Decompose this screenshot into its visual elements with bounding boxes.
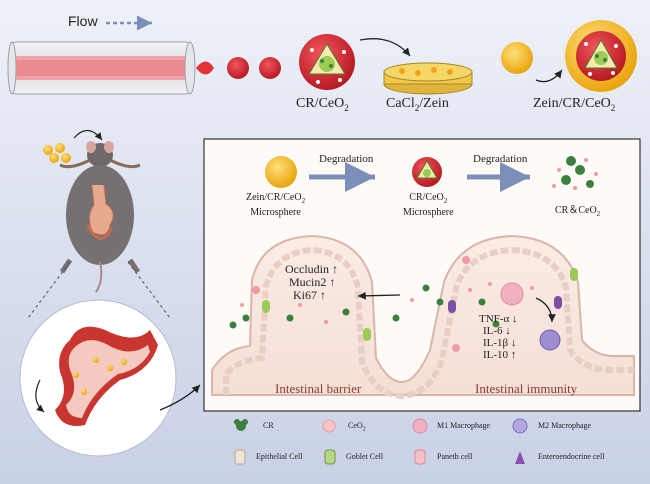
stomach-zoom: [19, 299, 201, 457]
il6-label: IL-6 ↓: [483, 325, 511, 337]
legend-m2-label: M2 Macrophage: [538, 421, 592, 430]
droplet-forming: [196, 61, 214, 75]
flow-label: Flow: [68, 13, 98, 29]
intestinal-immunity-title: Intestinal immunity: [475, 381, 578, 396]
legend-paneth-label: Paneth cell: [437, 452, 473, 461]
il1b-label: IL-1β ↓: [483, 337, 517, 349]
degradation-label-1: Degradation: [319, 153, 374, 165]
arrow-to-cacl2: [359, 38, 411, 57]
cr-and-ceo2-label: CR＆CeO2: [555, 205, 601, 218]
released-particles: [552, 156, 598, 190]
zein-droplet: [501, 42, 533, 74]
mouse-illustration: [43, 129, 141, 293]
legend-cr-label: CR: [263, 421, 274, 430]
immunity-markers: TNF-α ↓ IL-6 ↓ IL-1β ↓ IL-10 ↑: [479, 313, 517, 361]
il10-label: IL-10 ↑: [483, 349, 517, 361]
droplet: [227, 57, 249, 79]
mucin2-label: Mucin2 ↑: [289, 275, 336, 289]
droplet: [259, 57, 281, 79]
zein-cr-ceo2-particle: [565, 20, 637, 92]
zein-cr-ceo2-label: Zein/CR/CeO2: [533, 96, 616, 113]
petri-dish: [383, 62, 473, 95]
legend-ceo2-label: CeO2: [348, 421, 366, 433]
barrier-markers: Occludin ↑ Mucin2 ↑ Ki67 ↑: [285, 263, 338, 302]
cr-microsphere: [412, 157, 442, 187]
intestine-villi: [211, 234, 635, 400]
cacl2-zein-label: CaCl2/Zein: [386, 96, 449, 113]
legend-m1-label: M1 Macrophage: [437, 421, 491, 430]
cr-ceo2-particle: [299, 34, 355, 90]
cr-ceo2-label: CR/CeO2: [296, 96, 349, 113]
degradation-label-2: Degradation: [473, 153, 528, 165]
arrow-to-zein-particle: [535, 69, 563, 83]
legend-icons: [234, 418, 528, 465]
occludin-label: Occludin ↑: [285, 262, 338, 276]
legend-entero-label: Enteroendocrine cell: [538, 452, 605, 461]
capillary-tube: [7, 41, 196, 95]
legend-goblet-label: Goblet Cell: [346, 452, 384, 461]
ki67-label: Ki67 ↑: [293, 288, 326, 302]
legend-epithelial-label: Epithelial Cell: [256, 452, 303, 461]
intestinal-barrier-title: Intestinal barrier: [275, 381, 362, 396]
tnf-label: TNF-α ↓: [479, 313, 518, 325]
zein-microsphere: [265, 156, 297, 188]
